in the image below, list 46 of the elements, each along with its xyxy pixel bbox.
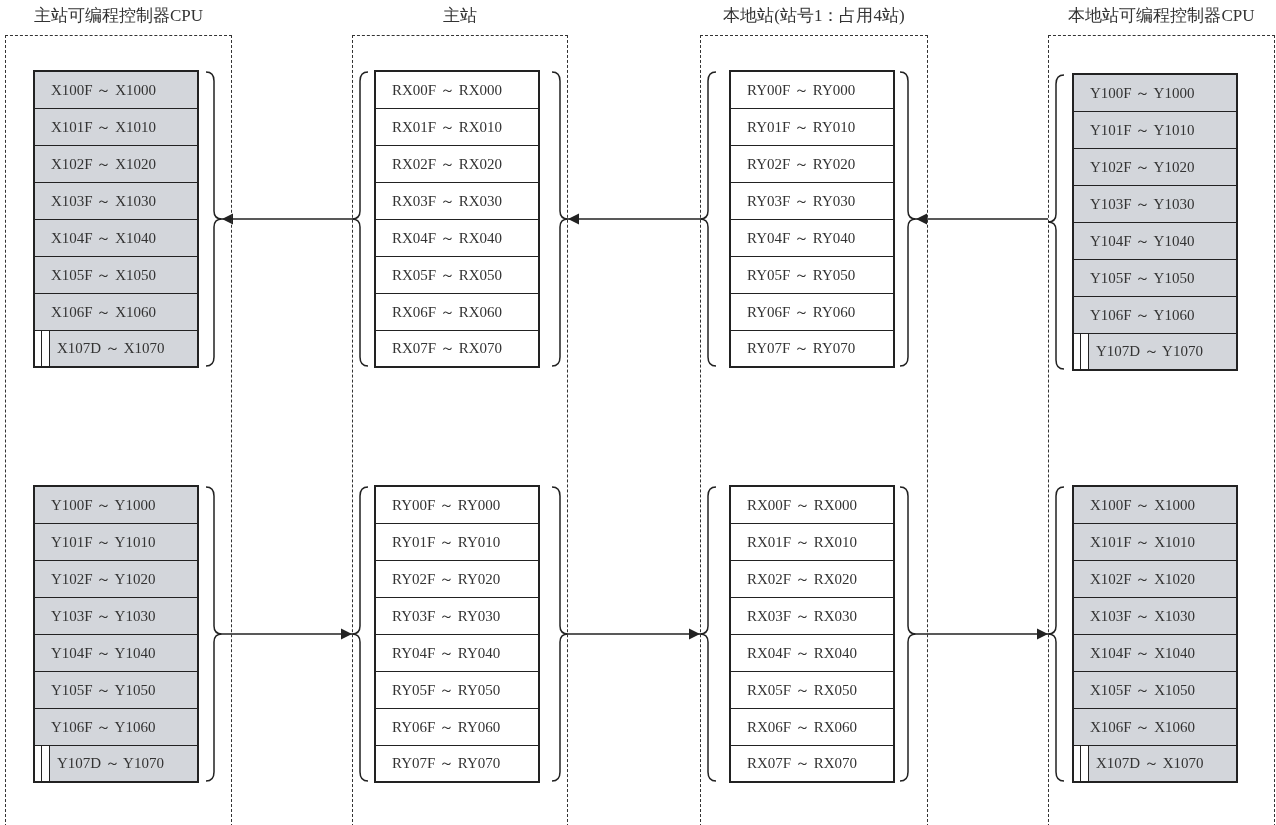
arrow [567,628,701,640]
address-cell: X106F ～ X1060 [34,293,198,330]
address-cell: Y102F ～ Y1020 [34,560,198,597]
address-cell: X101F ～ X1010 [34,108,198,145]
column-heading: 主站可编程控制器CPU [32,5,205,27]
address-cell: X100F ～ X1000 [34,71,198,108]
address-cell: X103F ～ X1030 [34,182,198,219]
address-cell: X103F ～ X1030 [1073,597,1237,634]
arrow [221,628,353,640]
address-cell: X105F ～ X1050 [1073,671,1237,708]
arrow [915,628,1049,640]
address-cell: X105F ～ X1050 [34,256,198,293]
address-range: X107D ～ X1070 [1096,754,1204,773]
address-cell: X102F ～ X1020 [1073,560,1237,597]
arrow [915,213,1049,225]
address-cell: Y100F ～ Y1000 [1073,74,1237,111]
address-cell: Y105F ～ Y1050 [1073,259,1237,296]
address-cell: X101F ～ X1010 [1073,523,1237,560]
column-heading: 本地站(站号1：占用4站) [722,5,906,27]
address-cell: Y101F ～ Y1010 [34,523,198,560]
address-range: Y107D ～ Y1070 [57,754,164,773]
address-cell: X100F ～ X1000 [1073,486,1237,523]
address-cell: Y100F ～ Y1000 [34,486,198,523]
address-cell [1073,745,1237,782]
address-cell: Y103F ～ Y1030 [1073,185,1237,222]
address-cell: X102F ～ X1020 [34,145,198,182]
arrow [567,213,701,225]
address-cell: Y104F ～ Y1040 [34,634,198,671]
address-cell [1073,333,1237,370]
address-cell: X104F ～ X1040 [34,219,198,256]
address-cell: Y102F ～ Y1020 [1073,148,1237,185]
address-cell: Y106F ～ Y1060 [1073,296,1237,333]
address-range: Y107D ～ Y1070 [1096,342,1203,361]
address-cell: X106F ～ X1060 [1073,708,1237,745]
address-cell: Y103F ～ Y1030 [34,597,198,634]
address-cell: X104F ～ X1040 [1073,634,1237,671]
address-cell: Y104F ～ Y1040 [1073,222,1237,259]
column-heading: 主站 [442,5,478,27]
address-cell: Y101F ～ Y1010 [1073,111,1237,148]
address-range: X107D ～ X1070 [57,339,165,358]
address-cell: Y105F ～ Y1050 [34,671,198,708]
address-cell: Y106F ～ Y1060 [34,708,198,745]
address-cell [34,330,198,367]
address-cell [34,745,198,782]
column-heading: 本地站可编程控制器CPU [1067,5,1256,27]
arrow [221,213,353,225]
